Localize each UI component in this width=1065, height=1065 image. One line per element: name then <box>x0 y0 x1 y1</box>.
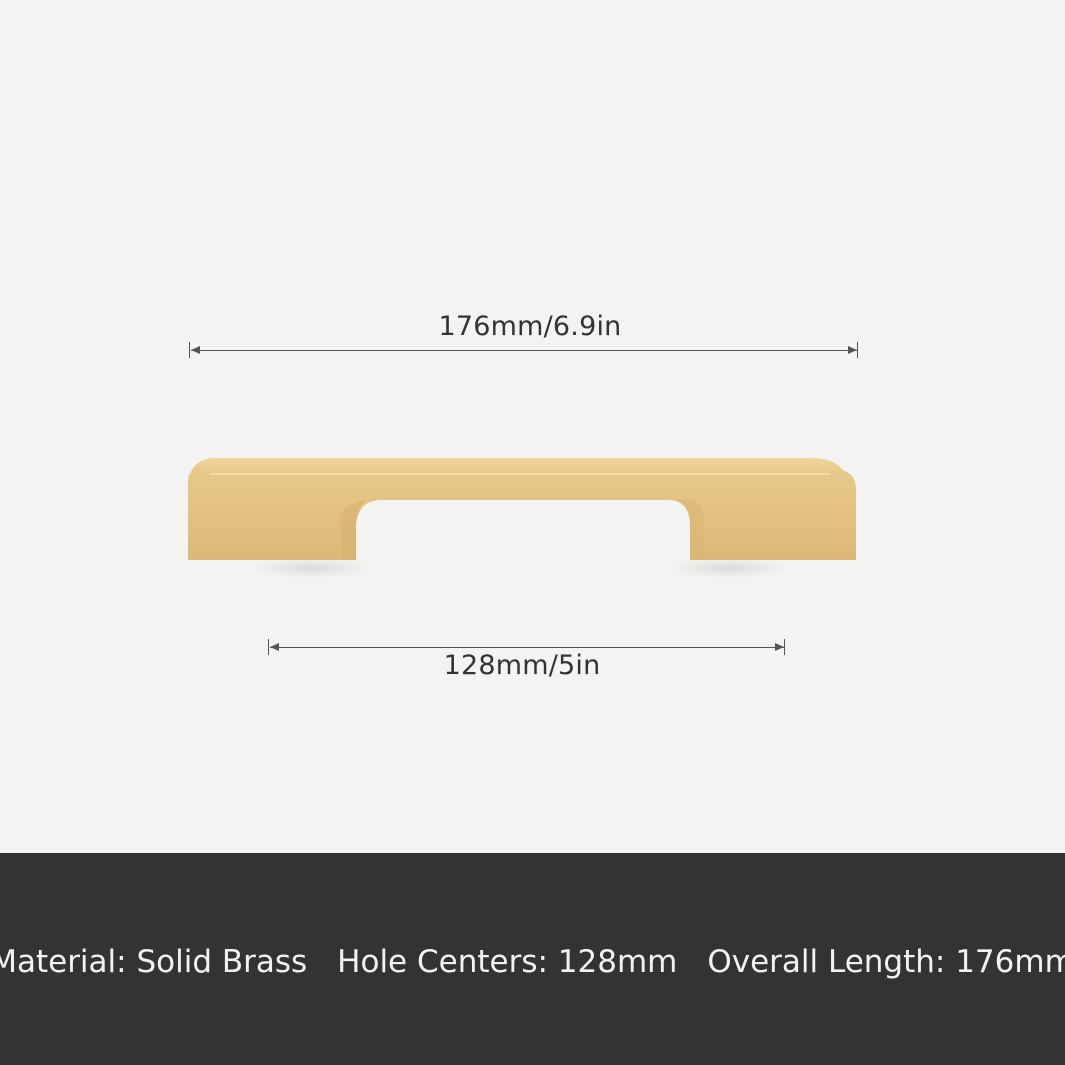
handle-front-face <box>188 470 856 560</box>
hole-centers-label: 128mm/5in <box>443 650 601 681</box>
hole-left-tick <box>268 639 269 655</box>
hole-centers-spec: Hole Centers: 128mm <box>337 944 678 980</box>
hole-right-arrow <box>775 643 784 651</box>
handle-right-leg-side <box>675 500 704 560</box>
hole-line <box>270 647 784 648</box>
overall-right-arrow <box>848 346 857 354</box>
handle-left-leg-side <box>340 500 366 560</box>
overall-length-label: 176mm/6.9in <box>438 311 622 342</box>
spec-bar: Material: Solid Brass Hole Centers: 128m… <box>0 853 1065 1065</box>
overall-line <box>191 350 857 351</box>
handle-shadow <box>670 558 790 578</box>
product-stage: 176mm/6.9in <box>188 311 858 681</box>
overall-left-tick <box>189 342 190 358</box>
material-spec: Material: Solid Brass <box>0 944 308 980</box>
overall-length-spec: Overall Length: 176mm <box>707 944 1065 980</box>
hole-right-tick <box>784 639 785 655</box>
overall-right-tick <box>857 342 858 358</box>
spec-row: Material: Solid Brass Hole Centers: 128m… <box>0 944 1065 980</box>
handle-shadow <box>250 558 370 578</box>
brass-handle-image <box>188 458 856 578</box>
